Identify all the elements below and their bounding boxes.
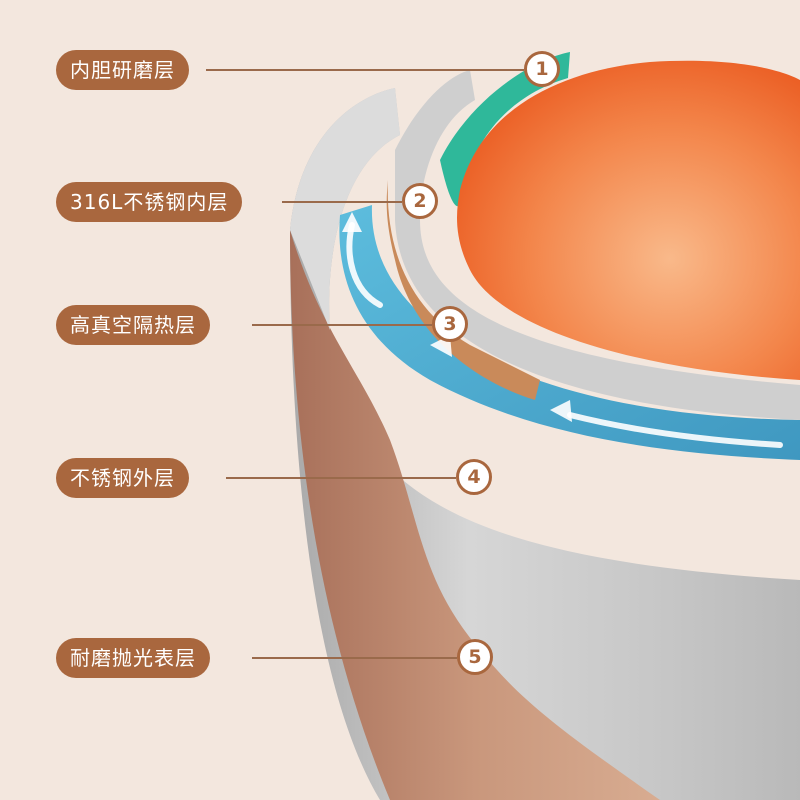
- layer-label-2: 316L不锈钢内层: [56, 182, 243, 222]
- copper-layer: [386, 180, 540, 400]
- steel-rim: [290, 88, 400, 330]
- layer-label-3: 高真空隔热层: [56, 305, 210, 345]
- leader-line-2: [282, 201, 402, 203]
- leader-line-4: [226, 477, 456, 479]
- layer-badge-2: 2: [402, 183, 438, 219]
- leader-line-1: [206, 69, 524, 71]
- layer-badge-4: 4: [456, 459, 492, 495]
- leader-line-5: [252, 657, 457, 659]
- layer-badge-5: 5: [457, 639, 493, 675]
- layer-badge-3: 3: [432, 306, 468, 342]
- layer-badge-1: 1: [524, 51, 560, 87]
- inner-steel-wall: [395, 70, 800, 420]
- content-surface: [457, 60, 800, 381]
- leader-line-3: [252, 324, 432, 326]
- flow-arrow-icon: [346, 222, 783, 448]
- layer-label-1: 内胆研磨层: [56, 50, 189, 90]
- layer-label-4: 不锈钢外层: [56, 458, 189, 498]
- layer-label-5: 耐磨抛光表层: [56, 638, 210, 678]
